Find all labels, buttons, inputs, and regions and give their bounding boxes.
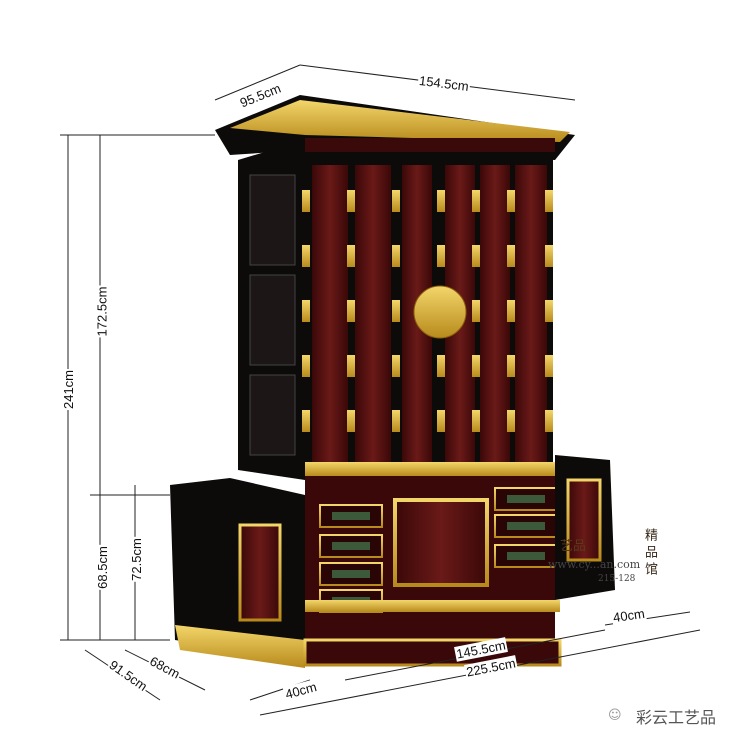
- gold-hinge: [302, 300, 310, 322]
- gold-hinge: [507, 190, 515, 212]
- stamp-center-text: 艺品: [560, 539, 587, 554]
- gold-hinge: [472, 245, 480, 267]
- dim-upper-height: 172.5cm: [94, 285, 110, 338]
- drawer-pull: [507, 552, 545, 560]
- gold-hinge: [392, 300, 400, 322]
- gold-hinge: [302, 355, 310, 377]
- gold-hinge: [302, 245, 310, 267]
- drawer-pull: [332, 570, 370, 578]
- stamp-url: www.cy...an.com: [548, 558, 641, 571]
- drawer-pull: [507, 495, 545, 503]
- gold-hinge: [392, 410, 400, 432]
- gold-hinge: [347, 300, 355, 322]
- gold-hinge: [507, 300, 515, 322]
- gold-hinge: [347, 355, 355, 377]
- gold-hinge: [392, 245, 400, 267]
- gold-hinge: [437, 245, 445, 267]
- gold-hinge: [507, 410, 515, 432]
- gold-hinge: [302, 190, 310, 212]
- gold-hinge: [507, 355, 515, 377]
- door-panel: [355, 165, 391, 465]
- gold-hinge: [347, 245, 355, 267]
- gold-hinge: [545, 355, 553, 377]
- door-panel: [515, 165, 547, 465]
- gold-hinge: [347, 410, 355, 432]
- gold-hinge: [347, 190, 355, 212]
- gold-hinge: [302, 410, 310, 432]
- gold-hinge: [545, 190, 553, 212]
- gold-hinge: [545, 410, 553, 432]
- gold-hinge: [392, 355, 400, 377]
- watermark-brand: 彩云工艺品: [636, 708, 717, 727]
- stamp-number: 215-128: [598, 574, 636, 584]
- door-panel: [312, 165, 348, 465]
- gold-hinge: [392, 190, 400, 212]
- dim-base-height-outer: 72.5cm: [128, 537, 144, 582]
- gold-hinge: [437, 190, 445, 212]
- door-medallion: [413, 285, 467, 339]
- drawer-pull: [332, 542, 370, 550]
- door-panel: [480, 165, 510, 465]
- gold-hinge: [472, 190, 480, 212]
- gold-hinge: [545, 300, 553, 322]
- gold-hinge: [472, 300, 480, 322]
- gold-hinge: [437, 355, 445, 377]
- gold-hinge: [472, 410, 480, 432]
- gold-hinge: [507, 245, 515, 267]
- dim-total-height: 241cm: [61, 368, 77, 411]
- dim-base-height-inner: 68.5cm: [94, 545, 110, 590]
- wechat-icon: ☺: [608, 708, 622, 723]
- gold-hinge: [472, 355, 480, 377]
- drawer-pull: [332, 512, 370, 520]
- gold-hinge: [545, 245, 553, 267]
- stamp-side-text: 精品馆: [642, 528, 657, 579]
- drawer-pull: [507, 522, 545, 530]
- gold-hinge: [437, 410, 445, 432]
